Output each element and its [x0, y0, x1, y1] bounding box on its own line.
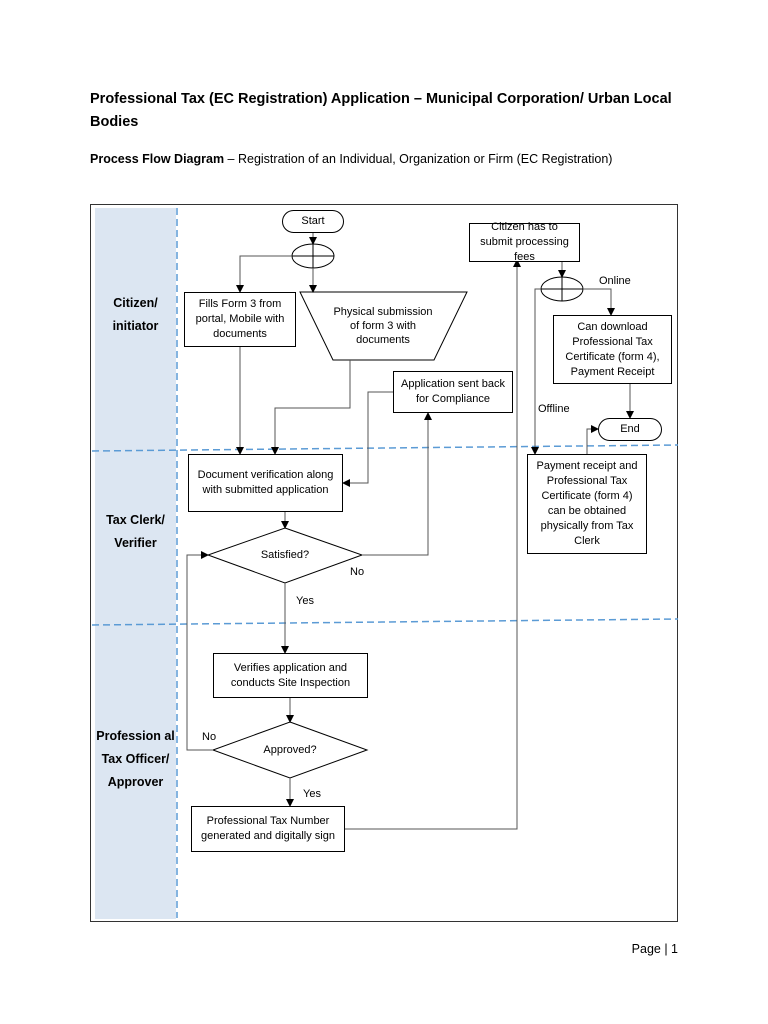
payment-receipt-box: Payment receipt and Professional Tax Cer…	[527, 454, 647, 554]
physical-submission-label: Physical submission of form 3 with docum…	[333, 306, 433, 346]
start-junction	[291, 243, 335, 269]
online-label: Online	[599, 275, 631, 287]
processing-fees-box: Citizen has to submit processing fees	[469, 221, 580, 263]
verifies-site-box: Verifies application and conducts Site I…	[213, 653, 368, 698]
no-satisfied-label: No	[350, 566, 365, 578]
diagram-frame	[90, 204, 678, 922]
lane-tax-clerk: Tax Clerk/ Verifier	[106, 513, 165, 550]
physical-submission-shape	[299, 291, 468, 361]
offline-label: Offline	[538, 403, 570, 415]
lane-label-column	[95, 208, 176, 919]
page-number: Page | 1	[631, 942, 678, 956]
lane-citizen: Citizen/ initiator	[112, 296, 159, 333]
doc-verification-box: Document verification along with submitt…	[188, 454, 343, 512]
yes-approved-label: Yes	[303, 788, 321, 800]
fills-form-box: Fills Form 3 from portal, Mobile with do…	[184, 292, 296, 347]
lane-tax-officer: Profession al Tax Officer/ Approver	[96, 729, 175, 789]
approved-label: Approved?	[263, 744, 317, 756]
start-terminal: Start	[282, 210, 344, 233]
document-title: Professional Tax (EC Registration) Appli…	[90, 91, 672, 130]
document-subtitle: Process Flow Diagram – Registration of a…	[90, 150, 710, 168]
can-download-box: Can download Professional Tax Certificat…	[553, 315, 672, 384]
subtitle-bold: Process Flow Diagram	[90, 152, 225, 166]
subtitle-rest: – Registration of an Individual, Organiz…	[224, 152, 613, 166]
tax-number-box: Professional Tax Number generated and di…	[191, 806, 345, 852]
fees-junction	[540, 276, 584, 302]
yes-satisfied-label: Yes	[296, 595, 314, 607]
sent-back-box: Application sent back for Compliance	[393, 371, 513, 413]
end-terminal: End	[598, 418, 662, 441]
no-approved-label: No	[202, 731, 217, 743]
satisfied-label: Satisfied?	[260, 549, 310, 561]
